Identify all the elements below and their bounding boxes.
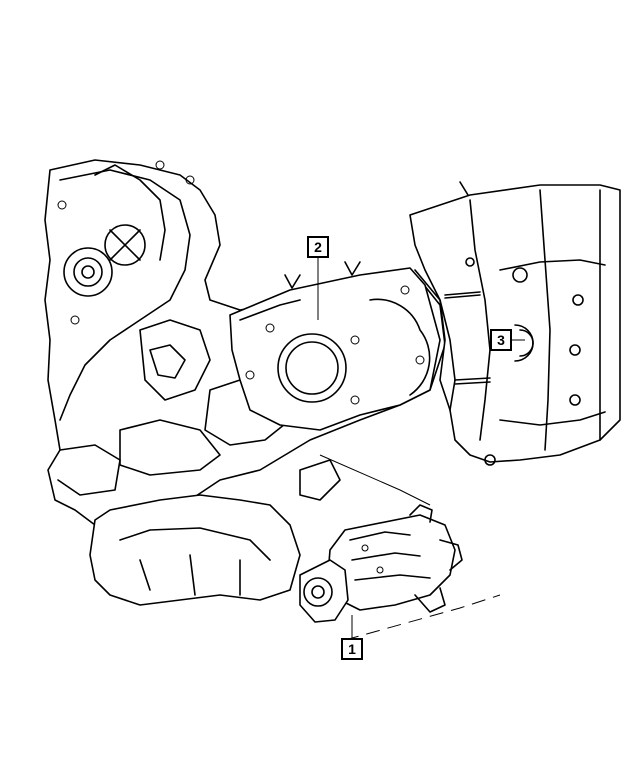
- starter-mount-guide: [319, 454, 431, 506]
- transmission-housing: [409, 184, 621, 466]
- callout-label-2: 2: [307, 236, 329, 258]
- gasket-plate: [229, 267, 441, 431]
- callout-label-1: 1: [341, 638, 363, 660]
- fastener-markers: [284, 181, 469, 289]
- starter-axis-line: [344, 594, 501, 641]
- starter-motor: [299, 504, 463, 623]
- callout-label-3: 3: [490, 329, 512, 351]
